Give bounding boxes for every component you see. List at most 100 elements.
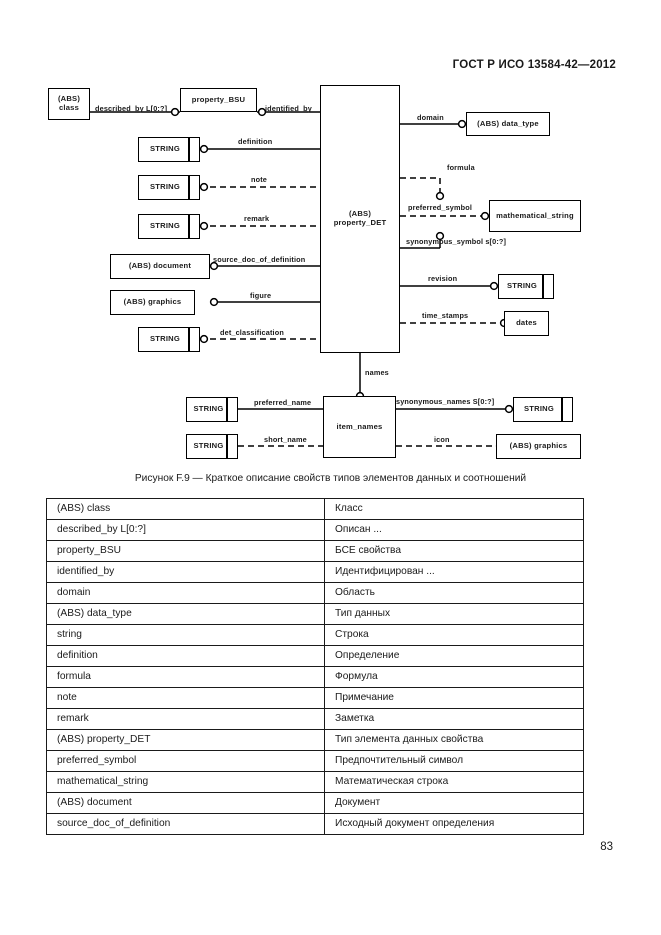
glossary-translation: Область bbox=[324, 582, 584, 604]
glossary-translation: Тип элемента данных свойства bbox=[324, 729, 584, 751]
entity-abs-data-type[interactable]: (ABS) data_type bbox=[466, 112, 550, 136]
entity-string-definition-label: STRING bbox=[150, 144, 180, 154]
glossary-term: note bbox=[46, 687, 325, 709]
relation-label-domain: domain bbox=[417, 113, 444, 122]
entity-dates[interactable]: dates bbox=[504, 311, 549, 336]
entity-abs-property-det-label-2: property_DET bbox=[333, 218, 387, 227]
entity-string-short-name-label: STRING bbox=[193, 441, 224, 451]
glossary-term: mathematical_string bbox=[46, 771, 325, 793]
document-header: ГОСТ Р ИСО 13584-42—2012 bbox=[452, 59, 616, 71]
glossary-term: domain bbox=[46, 582, 325, 604]
glossary-term: remark bbox=[46, 708, 325, 730]
relation-label-note: note bbox=[251, 175, 268, 184]
glossary-translation: Определение bbox=[324, 645, 584, 667]
entity-string-revision[interactable]: STRING bbox=[498, 274, 554, 299]
glossary-term: (ABS) property_DET bbox=[46, 729, 325, 751]
glossary-translation: Документ bbox=[324, 792, 584, 814]
relation-label-formula: formula bbox=[447, 163, 475, 172]
entity-abs-graphics-right[interactable]: (ABS) graphics bbox=[496, 434, 581, 459]
entity-abs-graphics-left[interactable]: (ABS) graphics bbox=[110, 290, 195, 315]
relation-label-short-name: short_name bbox=[264, 435, 307, 444]
page-number: 83 bbox=[600, 841, 613, 853]
relation-label-identified-by: identified_by bbox=[265, 104, 312, 113]
relation-label-figure: figure bbox=[250, 291, 272, 300]
relation-label-preferred-name: preferred_name bbox=[254, 398, 312, 407]
entity-string-definition[interactable]: STRING bbox=[138, 137, 200, 162]
relation-label-time-stamps: time_stamps bbox=[422, 311, 469, 320]
glossary-term: property_BSU bbox=[46, 540, 325, 562]
glossary-term: (ABS) class bbox=[46, 498, 325, 520]
glossary-term: (ABS) data_type bbox=[46, 603, 325, 625]
glossary-translation: Математическая строка bbox=[324, 771, 584, 793]
entity-string-det-classification[interactable]: STRING bbox=[138, 327, 200, 352]
entity-property-bsu-label: property_BSU bbox=[191, 94, 246, 104]
glossary-translation: Исходный документ определения bbox=[324, 813, 584, 835]
entity-string-synonymous-names[interactable]: STRING bbox=[513, 397, 573, 422]
entity-abs-document-label: (ABS) document bbox=[128, 261, 192, 271]
entity-abs-graphics-left-label: (ABS) graphics bbox=[123, 297, 182, 307]
entity-string-remark[interactable]: STRING bbox=[138, 214, 200, 239]
figure-caption: Рисунок F.9 — Краткое описание свойств т… bbox=[134, 473, 527, 484]
entity-item-names[interactable]: item_names bbox=[323, 396, 396, 458]
entity-string-synonymous-names-label: STRING bbox=[524, 404, 554, 414]
glossary-translation: Примечание bbox=[324, 687, 584, 709]
entity-abs-graphics-right-label: (ABS) graphics bbox=[509, 441, 568, 451]
relation-label-remark: remark bbox=[244, 214, 270, 223]
entity-abs-class-label: (ABS) class bbox=[57, 94, 81, 112]
glossary-term: (ABS) document bbox=[46, 792, 325, 814]
entity-string-preferred-name-label: STRING bbox=[193, 404, 224, 414]
entity-mathematical-string-label: mathematical_string bbox=[496, 210, 574, 220]
relation-label-synonymous-symbol: synonymous_symbol s[0:?] bbox=[406, 237, 507, 246]
entity-abs-data-type-label: (ABS) data_type bbox=[477, 118, 539, 128]
entity-abs-property-det[interactable]: (ABS) property_DET bbox=[320, 85, 400, 353]
relation-label-names: names bbox=[365, 368, 389, 377]
entity-abs-document[interactable]: (ABS) document bbox=[110, 254, 210, 279]
entity-string-remark-label: STRING bbox=[150, 221, 180, 231]
relation-label-revision: revision bbox=[428, 274, 458, 283]
entity-mathematical-string[interactable]: mathematical_string bbox=[489, 200, 581, 232]
glossary-term: definition bbox=[46, 645, 325, 667]
entity-string-note-label: STRING bbox=[150, 182, 180, 192]
entity-string-short-name[interactable]: STRING bbox=[186, 434, 238, 459]
glossary-translation: Идентифицирован ... bbox=[324, 561, 584, 583]
glossary-translation: Тип данных bbox=[324, 603, 584, 625]
glossary-term: string bbox=[46, 624, 325, 646]
entity-abs-class[interactable]: (ABS) class bbox=[48, 88, 90, 120]
entity-item-names-label: item_names bbox=[336, 421, 383, 431]
glossary-translation: Предпочтительный символ bbox=[324, 750, 584, 772]
entity-string-revision-label: STRING bbox=[507, 281, 537, 291]
entity-property-bsu[interactable]: property_BSU bbox=[180, 88, 257, 112]
glossary-translation: Формула bbox=[324, 666, 584, 688]
glossary-translation: Описан ... bbox=[324, 519, 584, 541]
express-g-diagram: (ABS) class property_BSU (ABS) property_… bbox=[48, 85, 581, 459]
relation-label-preferred-symbol: preferred_symbol bbox=[408, 203, 473, 212]
entity-dates-label: dates bbox=[516, 318, 537, 328]
entity-string-note[interactable]: STRING bbox=[138, 175, 200, 200]
relation-label-det-classification: det_classification bbox=[220, 328, 284, 337]
diagram-connectors bbox=[90, 107, 514, 451]
entity-string-preferred-name[interactable]: STRING bbox=[186, 397, 238, 422]
glossary-translation: БСЕ свойства bbox=[324, 540, 584, 562]
entity-string-det-classification-label: STRING bbox=[150, 334, 180, 344]
glossary-term: source_doc_of_definition bbox=[46, 813, 325, 835]
glossary-translation: Класс bbox=[324, 498, 584, 520]
glossary-term: preferred_symbol bbox=[46, 750, 325, 772]
relation-label-source-doc-of-definition: source_doc_of_definition bbox=[213, 255, 306, 264]
